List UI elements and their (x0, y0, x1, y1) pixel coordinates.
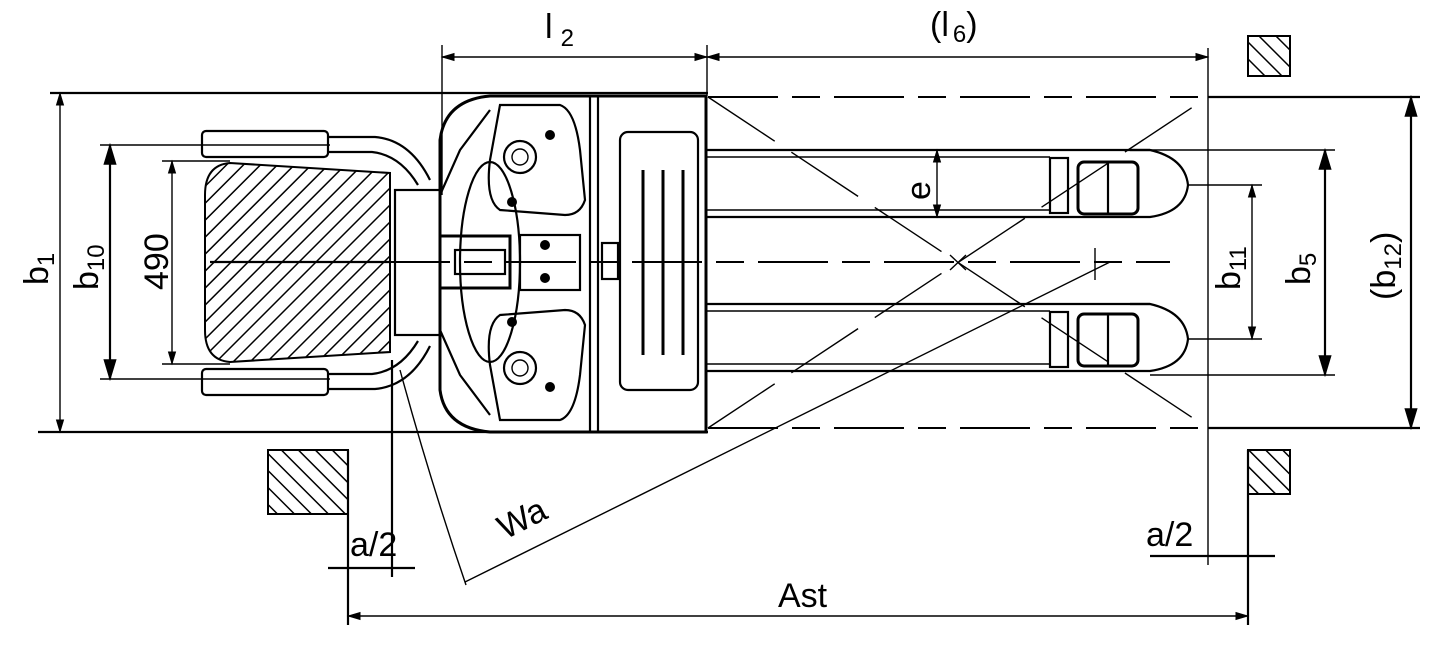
label-b10: b10 (68, 244, 110, 290)
label-seat-width: 490 (138, 233, 176, 290)
label-b1: b1 (18, 253, 60, 285)
label-a-half-left: a/2 (350, 526, 397, 564)
turning-diagonals (399, 96, 1209, 586)
label-a-half-right: a/2 (1146, 516, 1193, 554)
label-ast: Ast (778, 577, 828, 615)
aisle-obstacles (267, 35, 1291, 625)
label-e: e (900, 181, 938, 200)
truck-body (393, 94, 708, 434)
label-b11: b11 (1210, 246, 1252, 290)
side-handles (200, 129, 431, 397)
label-b5: b5 (1280, 253, 1322, 285)
dimension-lines (55, 45, 1418, 621)
forks (706, 148, 1190, 373)
label-wa: Wa (491, 491, 553, 547)
operator-platform (204, 161, 391, 364)
label-b12: (b12) (1365, 232, 1407, 300)
